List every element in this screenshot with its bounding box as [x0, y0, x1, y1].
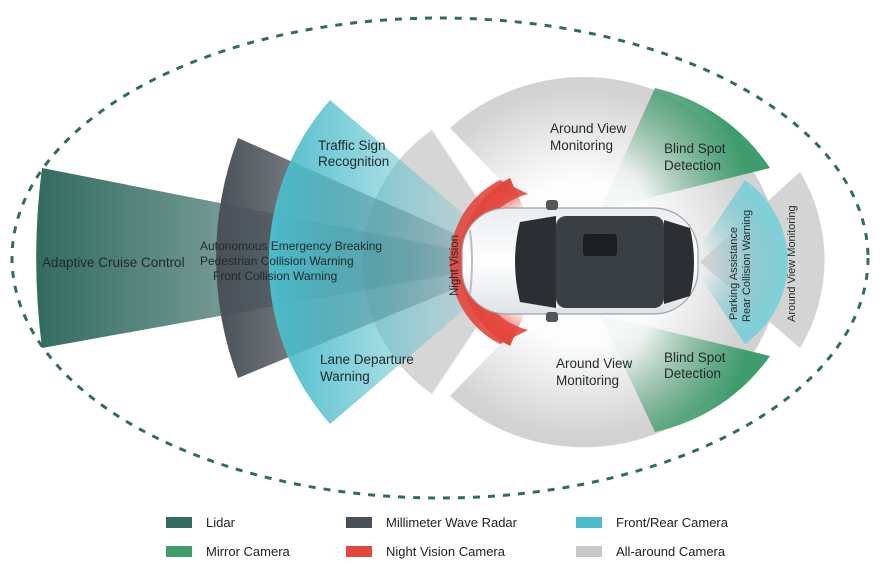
- legend-item-front-rear-camera: Front/Rear Camera: [576, 515, 728, 530]
- radar-label-pcw: Pedestrian Collision Warning: [200, 254, 354, 268]
- blind-spot-zone-bottom: [600, 315, 770, 432]
- legend-item-night-vision-camera: Night Vision Camera: [346, 544, 505, 559]
- avm-top-label-line2: Monitoring: [550, 138, 613, 153]
- parking-label-line1: Parking Assistance: [728, 227, 740, 320]
- tsr-label-line1: Traffic Sign: [318, 138, 386, 153]
- ldw-label-line1: Lane Departure: [320, 352, 414, 367]
- legend-swatch-all-around-camera: [576, 546, 602, 557]
- legend-label-mirror-camera: Mirror Camera: [206, 544, 290, 559]
- rear-camera-zone: [690, 180, 788, 344]
- legend-label-night-vision-camera: Night Vision Camera: [386, 544, 505, 559]
- car-top-view: [461, 200, 699, 322]
- coverage-boundary: [10, 16, 870, 500]
- legend-swatch-front-rear-camera: [576, 517, 602, 528]
- avm-rear-label: Around View Monitoring: [786, 205, 798, 322]
- bsd-bottom-label-line2: Detection: [664, 366, 721, 381]
- night-vision-ring: [449, 180, 528, 344]
- legend-label-radar: Millimeter Wave Radar: [386, 515, 517, 530]
- legend-swatch-night-vision-camera: [346, 546, 372, 557]
- legend: Lidar Millimeter Wave Radar Front/Rear C…: [0, 505, 885, 569]
- legend-item-mirror-camera: Mirror Camera: [166, 544, 290, 559]
- bsd-bottom-label-line1: Blind Spot: [664, 350, 726, 365]
- legend-swatch-mirror-camera: [166, 546, 192, 557]
- tsr-label-line2: Recognition: [318, 154, 389, 169]
- bsd-top-label-line1: Blind Spot: [664, 141, 726, 156]
- radar-label-aeb: Autonomous Emergency Breaking: [200, 239, 382, 253]
- legend-label-all-around-camera: All-around Camera: [616, 544, 726, 559]
- front-camera-zone: [268, 100, 520, 424]
- legend-swatch-radar: [346, 517, 372, 528]
- bsd-top-label-line2: Detection: [664, 158, 721, 173]
- avm-bottom-label-line2: Monitoring: [556, 373, 619, 388]
- avm-top-label-line1: Around View: [550, 121, 627, 136]
- ldw-label-line2: Warning: [320, 369, 370, 384]
- night-vision-label: Night Vision: [449, 235, 461, 296]
- legend-item-all-around-camera: All-around Camera: [576, 544, 725, 559]
- blind-spot-zone-top: [600, 88, 770, 210]
- legend-label-front-rear-camera: Front/Rear Camera: [616, 515, 728, 530]
- legend-label-lidar: Lidar: [206, 515, 235, 530]
- legend-swatch-lidar: [166, 517, 192, 528]
- radar-label-fcw: Front Collision Warning: [213, 269, 337, 283]
- parking-label-line2: Rear Collision Warning: [741, 210, 753, 322]
- legend-item-radar: Millimeter Wave Radar: [346, 515, 517, 530]
- acc-label: Adaptive Cruise Control: [42, 255, 185, 270]
- legend-item-lidar: Lidar: [166, 515, 235, 530]
- avm-bottom-label-line1: Around View: [556, 356, 633, 371]
